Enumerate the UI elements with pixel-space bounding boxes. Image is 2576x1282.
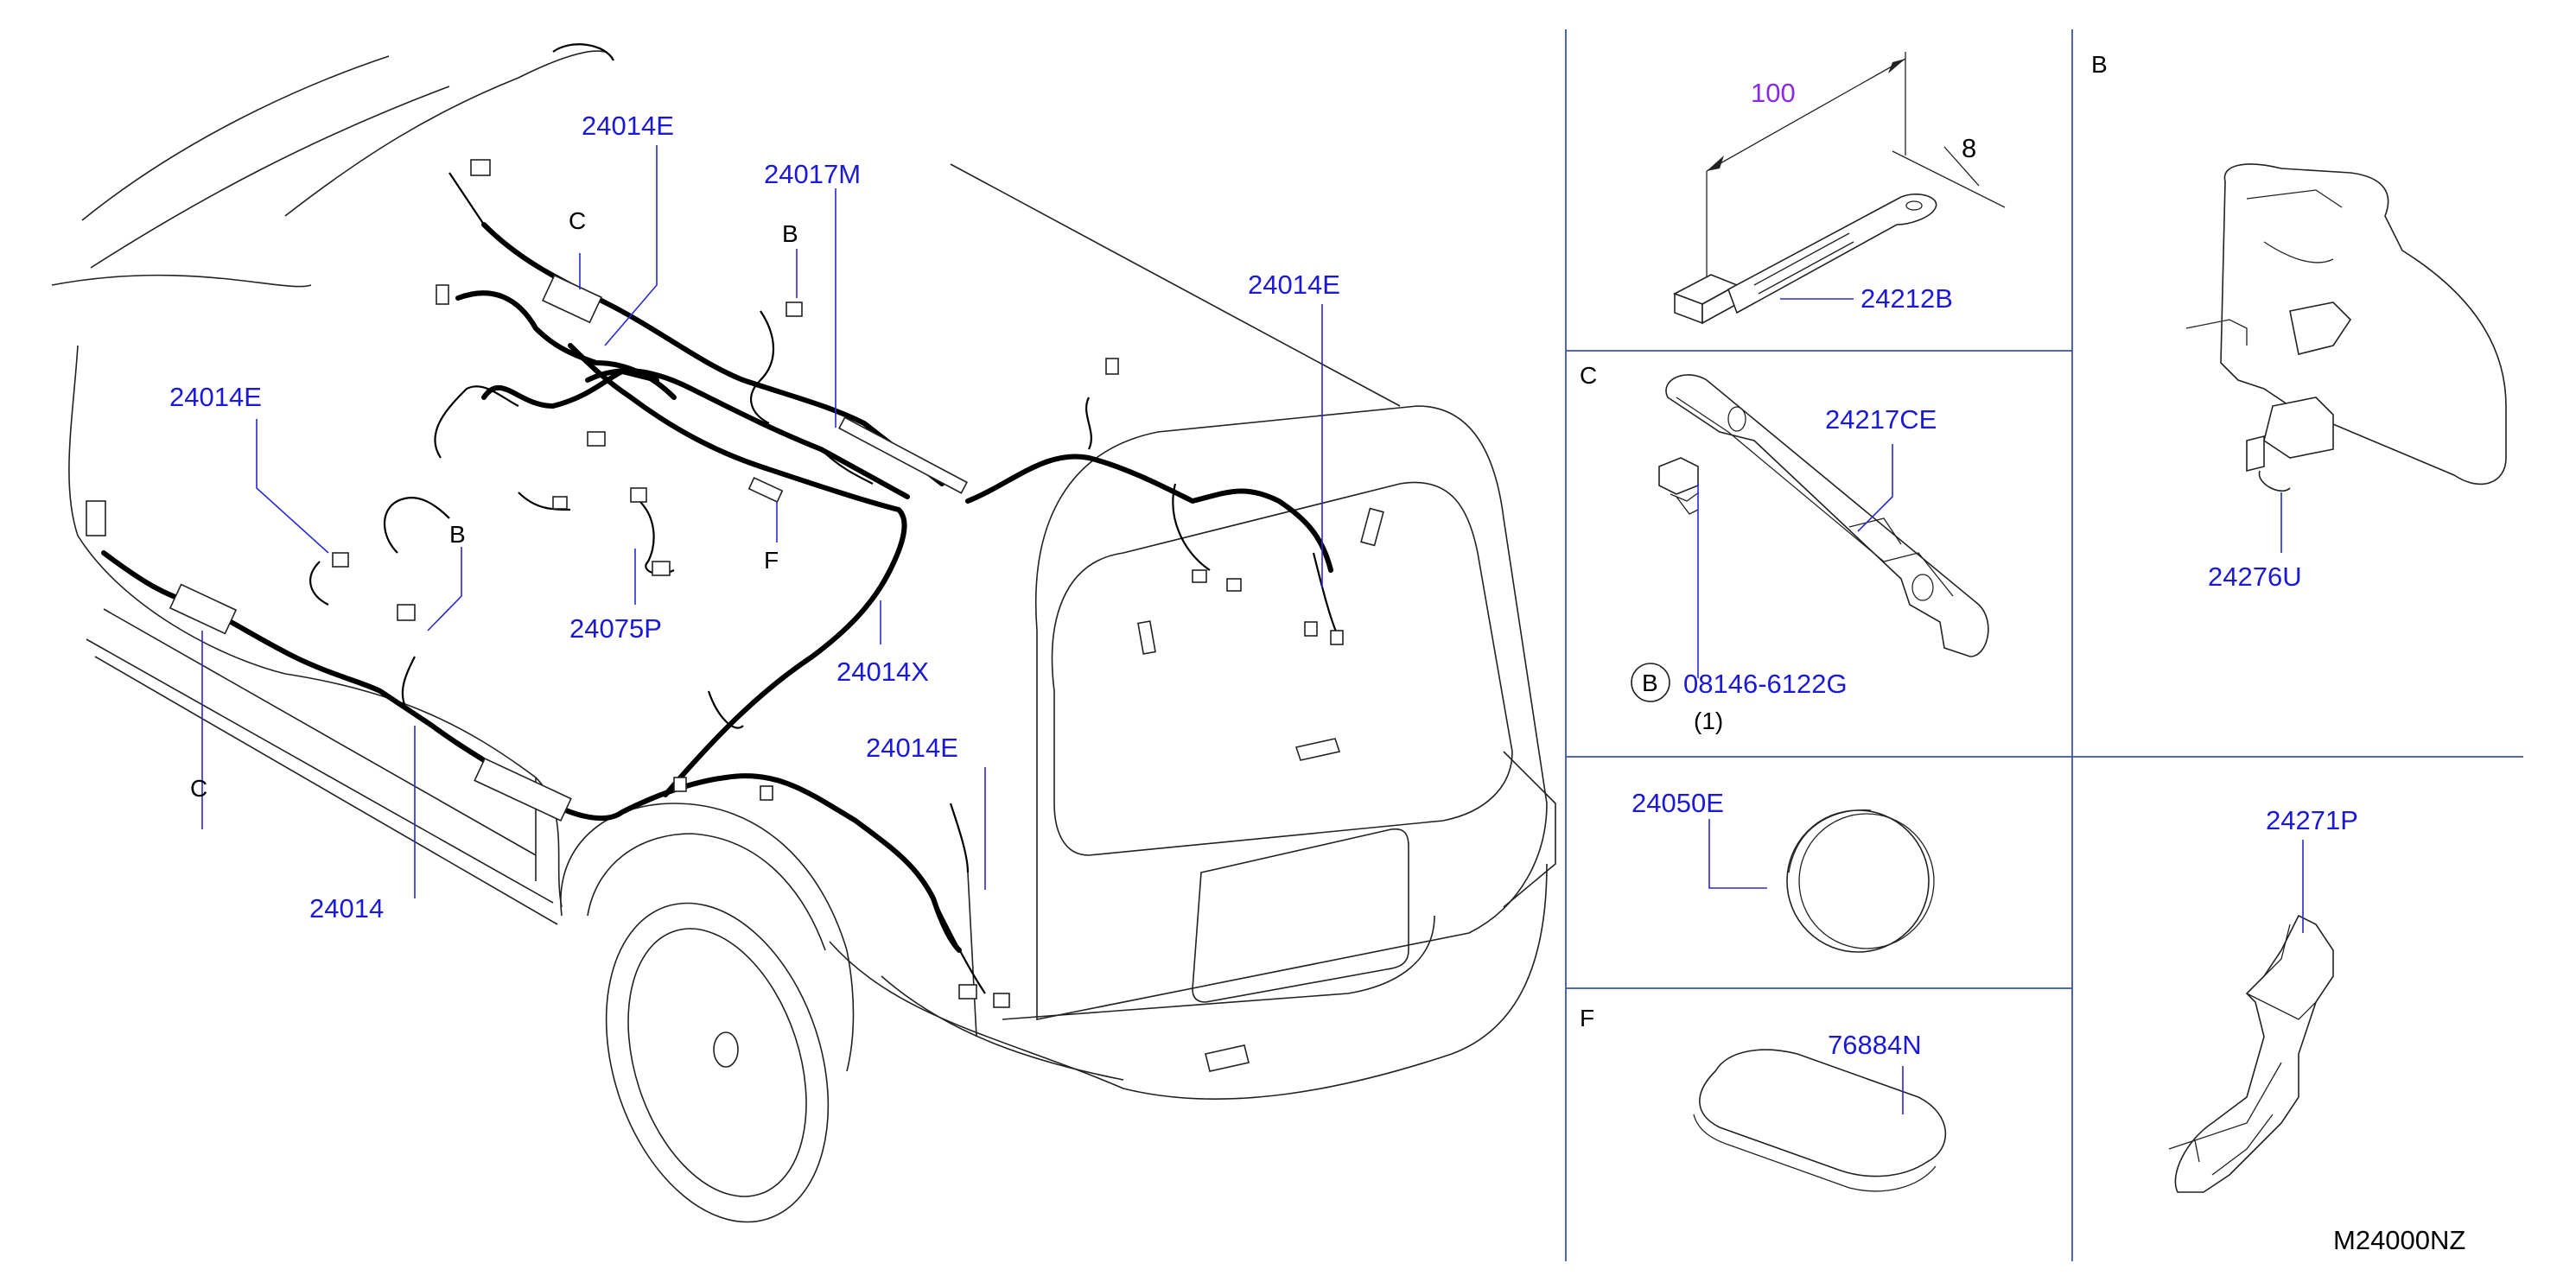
diagram-code: M24000NZ <box>2333 1225 2465 1255</box>
part-label-24271p: 24271P <box>2266 805 2358 835</box>
panel-plug: 24050E <box>1631 788 1935 953</box>
connectors <box>86 159 1384 1008</box>
part-label-24050e: 24050E <box>1631 788 1724 818</box>
part-label-24014e-top: 24014E <box>582 111 674 141</box>
bolt-marker-b: B <box>1642 670 1658 696</box>
part-label-08146-6122g: 08146-6122G <box>1683 669 1848 699</box>
panel-cable-tie: 100 8 24212B <box>1673 52 2006 325</box>
main-harness <box>101 222 1333 953</box>
part-label-24217ce: 24217CE <box>1825 404 1937 435</box>
panel-bracket-c: C B 24217CE 08146-6122G (1) <box>1580 362 1989 734</box>
callout-b-left: B <box>449 521 466 548</box>
part-label-24212b: 24212B <box>1860 283 1953 314</box>
panel-protector: 24271P <box>2168 805 2358 1193</box>
panel-tag-b: B <box>2091 51 2108 78</box>
main-labels: 24014E 24017M 24014E 24014E 24075P 24014… <box>169 111 1340 923</box>
callout-c-bottom: C <box>190 775 207 802</box>
part-label-24014: 24014 <box>309 893 384 923</box>
part-label-76884n: 76884N <box>1828 1030 1922 1060</box>
part-label-24014e-right: 24014E <box>1248 270 1340 300</box>
part-label-24014x: 24014X <box>836 657 929 687</box>
callout-f-mid: F <box>764 547 779 574</box>
part-label-24276u: 24276U <box>2208 562 2302 592</box>
bolt-quantity: (1) <box>1694 708 1723 734</box>
dimension-width: 8 <box>1962 133 1976 163</box>
main-leaders <box>201 145 1323 898</box>
panel-grid <box>1565 29 2523 1261</box>
vehicle-body <box>51 50 1556 1223</box>
part-label-24014e-bottom: 24014E <box>866 733 958 763</box>
part-label-24075p: 24075P <box>569 613 662 644</box>
dimension-length: 100 <box>1751 78 1796 108</box>
callout-b-top: B <box>782 220 798 247</box>
callout-c-top: C <box>569 207 586 234</box>
panel-clip-b: B 24276U <box>2091 51 2507 592</box>
part-label-24014e-left: 24014E <box>169 382 262 412</box>
panel-tag-c: C <box>1580 362 1597 389</box>
part-label-24017m: 24017M <box>764 159 861 189</box>
harness-sleeves <box>169 274 969 822</box>
panel-tag-f: F <box>1580 1005 1594 1031</box>
panel-pad-f: F 76884N <box>1580 1005 1947 1192</box>
